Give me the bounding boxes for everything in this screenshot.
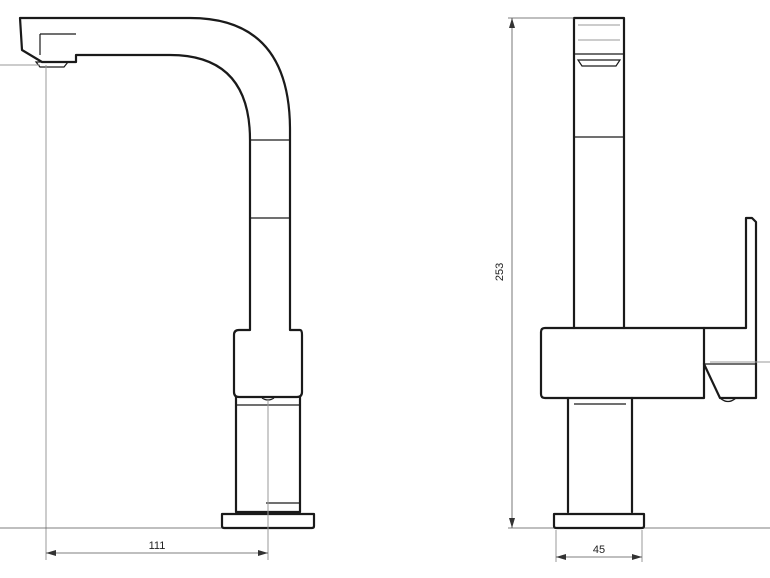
side-spout-hidden bbox=[578, 24, 620, 41]
front-neck-joints bbox=[250, 139, 290, 219]
base-width-arrow-right bbox=[632, 554, 642, 560]
side-base-plate bbox=[552, 512, 646, 530]
side-dimensions: 253 45 bbox=[494, 17, 770, 562]
height-arrow-top bbox=[509, 18, 515, 28]
reach-dimension-label: 111 bbox=[149, 540, 166, 552]
side-lever-handle bbox=[702, 216, 758, 400]
base-width-arrow-left bbox=[556, 554, 566, 560]
height-arrow-bottom bbox=[509, 518, 515, 528]
reach-arrow-right bbox=[258, 550, 268, 556]
front-spout-outline bbox=[18, 16, 304, 399]
height-dimension-label: 253 bbox=[494, 263, 506, 281]
front-base-plate bbox=[220, 512, 316, 530]
side-view bbox=[539, 16, 770, 530]
side-spout-detail bbox=[574, 53, 624, 138]
reach-arrow-left bbox=[46, 550, 56, 556]
front-dimensions: 111 bbox=[0, 64, 269, 560]
side-lower-body bbox=[566, 396, 634, 514]
side-body-block bbox=[539, 326, 706, 400]
base-width-dimension-label: 45 bbox=[593, 544, 605, 556]
side-lever-detail bbox=[704, 363, 756, 403]
front-view bbox=[18, 16, 316, 530]
